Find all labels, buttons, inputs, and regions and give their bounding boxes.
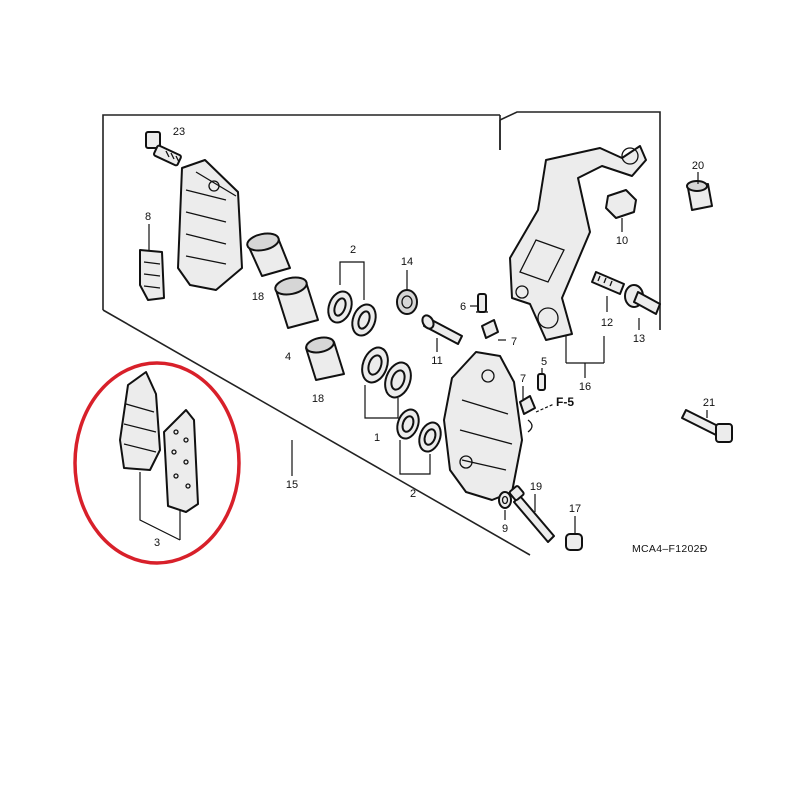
label-11: 11 (431, 355, 442, 367)
part-2-seals-lower (396, 408, 442, 475)
label-21: 21 (703, 397, 715, 409)
label-7-lower: 7 (520, 373, 526, 385)
label-f5-callout: F-5 (556, 395, 574, 409)
label-2-upper: 2 (350, 244, 356, 256)
part-13-bolt (624, 284, 661, 330)
part-8-pad-spring (139, 224, 165, 301)
label-12: 12 (601, 317, 613, 329)
label-10: 10 (616, 235, 628, 247)
part-19-pad-pin (508, 485, 555, 543)
part-6-bleeder (470, 293, 488, 313)
label-23: 23 (173, 126, 185, 138)
part-3-brake-pads (119, 371, 199, 541)
part-7-cap-upper (481, 319, 506, 341)
part-21-bolt (681, 409, 733, 443)
label-16: 16 (579, 381, 591, 393)
label-4: 4 (285, 351, 291, 363)
part-2-seals-upper (327, 261, 377, 337)
part-16-bracket (509, 145, 647, 341)
part-20-boot (686, 172, 713, 211)
part-12-pin (591, 271, 625, 312)
label-7-upper: 7 (511, 336, 517, 348)
label-18-upper: 18 (252, 291, 264, 303)
label-13: 13 (633, 333, 645, 345)
highlight-circle (73, 361, 241, 565)
part-5-bleeder (537, 368, 546, 391)
part-1-pistons (361, 346, 412, 419)
label-6: 6 (460, 301, 466, 313)
label-19: 19 (530, 481, 542, 493)
part-14-boot (396, 270, 418, 315)
label-2-lower: 2 (410, 488, 416, 500)
part-9-washer (498, 491, 512, 520)
part-18-sleeve-upper (246, 232, 291, 277)
part-23-bolt (145, 131, 182, 167)
label-8: 8 (145, 211, 151, 223)
caliper-outer-half (177, 159, 243, 291)
label-3: 3 (154, 537, 160, 549)
label-18-lower: 18 (312, 393, 324, 405)
part-18-sleeve-lower (305, 336, 345, 381)
f5-arrow (535, 403, 555, 413)
part-17-plug (565, 516, 583, 551)
part-7-cap-lower (519, 386, 536, 433)
label-9: 9 (502, 523, 508, 535)
caliper-inner-half (443, 351, 523, 501)
label-15: 15 (286, 479, 298, 491)
label-20: 20 (692, 160, 704, 172)
part-10-clip (605, 189, 637, 232)
drawing-code: MCA4–F1202Đ (632, 543, 708, 555)
part-4-seal (274, 276, 319, 329)
label-1: 1 (374, 432, 380, 444)
label-14: 14 (401, 256, 413, 268)
part-11-slide-pin (421, 314, 463, 352)
label-17: 17 (569, 503, 581, 515)
label-5: 5 (541, 356, 547, 368)
